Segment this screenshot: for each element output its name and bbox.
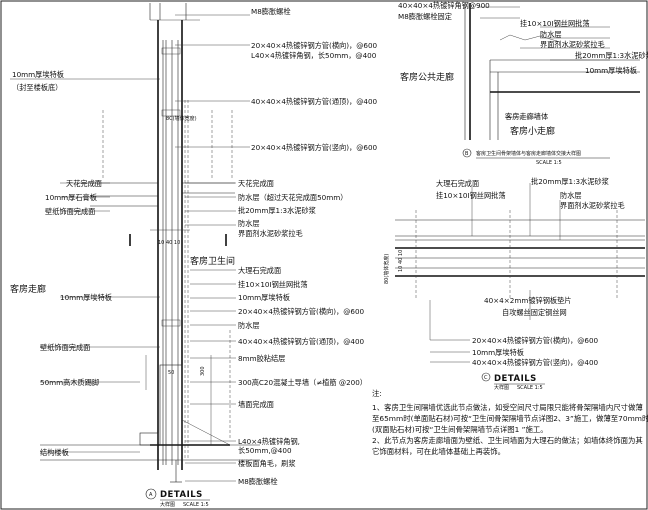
label-wallpaper-a: 壁纸饰面完成面 xyxy=(45,207,95,216)
label-angle-b2: 长50mm,@400 xyxy=(238,446,292,455)
label-tube-h-600: 20×40×4热镀锌钢方管(横向)，@600 xyxy=(251,41,378,50)
mid-title: DETAILS xyxy=(494,374,537,384)
label-marble: 大理石完成面 xyxy=(238,266,281,275)
top-caption: 客房卫生间骨架墙体与客房走廊墙体交接大样图 xyxy=(476,150,581,157)
top-label-waterproof: 防水层 xyxy=(540,30,562,39)
label-skirting: 50mm高木质踢脚 xyxy=(40,378,99,387)
label-mesh: 挂10×10Ⅰ钢丝网批荡 xyxy=(238,280,308,289)
mid-subtitle: 大样图 xyxy=(494,384,509,391)
detail-top: 40×40×4热镀锌角钢@900 M8膨胀螺栓固定 挂10×10Ⅰ钢丝网批荡 防… xyxy=(398,1,648,166)
label-waterproof-b: 防水层 xyxy=(238,321,260,330)
notes-block: 注: 1、客房卫生间隔墙优选此节点做法，如受空间尺寸局限只能将骨架隔墙内尺寸做薄… xyxy=(372,389,648,456)
top-label-interface: 界面剂水泥砂浆拉毛 xyxy=(540,40,605,49)
label-slab-rough: 楼板面角毛，刷浆 xyxy=(238,459,296,468)
label-fiberboard-left2: 10mm厚埃特板 xyxy=(60,293,112,302)
label-concrete-wall: 300高C20混凝土导墙（≠植筋 @200） xyxy=(238,378,367,387)
label-m8-bolt-top: M8膨胀螺栓 xyxy=(251,7,291,16)
top-caption-letter: B xyxy=(465,151,469,157)
main-subtitle: 大样图 xyxy=(160,501,175,508)
room-corridor: 客房走廊 xyxy=(10,283,46,295)
label-slab: 结构楼板 xyxy=(40,448,69,457)
notes-heading: 注: xyxy=(372,389,382,398)
label-seal-slab: （封至楼板底） xyxy=(12,83,62,92)
label-interface-agent: 界面剂水泥砂浆拉毛 xyxy=(238,229,303,238)
mid-dim-small: 10 40 10 xyxy=(398,250,404,272)
mid-title-letter: C xyxy=(484,375,488,381)
detail-mid: 大理石完成面 挂10×10Ⅰ钢丝网批荡 批20mm厚1:3水泥砂浆 防水层 界面… xyxy=(383,177,645,391)
label-fiberboard: 10mm厚埃特板 xyxy=(238,293,290,302)
mid-label-marble: 大理石完成面 xyxy=(436,179,479,188)
room-public-corridor: 客房公共走廊 xyxy=(400,71,454,83)
top-label-fiberboard: 10mm厚埃特板 xyxy=(585,66,637,75)
label-angle-50: L40×4热镀锌角钢，长50mm，@400 xyxy=(251,51,377,60)
label-wallpaper-b: 壁纸饰面完成面 xyxy=(40,343,90,352)
note-line-2: 至65mm时(单面贴石材)可按“卫生间骨架隔墙节点详图2、3”施工，做薄至70m… xyxy=(372,414,648,423)
label-gypsum: 10mm厚石膏板 xyxy=(45,193,97,202)
room-bathroom: 客房卫生间 xyxy=(190,255,235,267)
mid-dim-wall: 80(墙体宽度) xyxy=(383,254,390,284)
label-wall-finish: 墙面完成面 xyxy=(238,400,274,409)
label-mortar-20: 批20mm厚1:3水泥砂浆 xyxy=(238,206,316,215)
top-label-corridor-wall: 客房走廊墙体 xyxy=(505,112,548,121)
main-labels-left: 10mm厚埃特板 （封至楼板底） 天花完成面 10mm厚石膏板 壁纸饰面完成面 … xyxy=(12,70,112,457)
note-line-4: 2、此节点为客房走廊墙面为壁纸、卫生间墙面为大理石的做法；如墙体终饰面为其 xyxy=(372,436,643,445)
room-small-corridor: 客房小走廊 xyxy=(510,125,555,137)
main-labels-right: M8膨胀螺栓 20×40×4热镀锌钢方管(横向)，@600 L40×4热镀锌角钢… xyxy=(238,7,378,486)
note-line-5: 它饰面材料，可在此墙体基础上再装饰。 xyxy=(372,447,505,456)
mid-label-tube-h: 20×40×4热镀锌钢方管(横向)，@600 xyxy=(472,336,599,345)
mid-label-tube-v: 40×40×4热镀锌钢方管(竖向)，@400 xyxy=(472,358,599,367)
mid-label-fiberboard: 10mm厚埃特板 xyxy=(472,348,524,357)
label-waterproof-50: 防水层（超过天花完成面50mm） xyxy=(238,193,347,202)
top-label-mortar: 批20mm厚1:3水泥砂浆 xyxy=(575,51,648,60)
main-title-block: A DETAILS 大样图 SCALE 1:5 xyxy=(145,488,210,508)
label-tube-v-400: 40×40×4热镀锌钢方管(通顶)，@400 xyxy=(251,97,378,106)
label-glue: 8mm胶粘结层 xyxy=(238,354,285,363)
mid-label-shim: 40×4×2mm镀锌钢板垫片 xyxy=(484,296,571,305)
main-title-letter: A xyxy=(149,492,153,498)
dim-50: 50 xyxy=(168,370,174,376)
top-label-bolt: M8膨胀螺栓固定 xyxy=(398,12,452,21)
dim-10-40-10: 10 40 10 xyxy=(158,240,180,246)
label-m8-bolt-bottom: M8膨胀螺栓 xyxy=(238,477,278,486)
label-angle-b: L40×4热镀锌角钢, xyxy=(238,437,300,446)
mid-label-mesh: 挂10×10Ⅰ钢丝网批荡 xyxy=(436,191,506,200)
label-ceiling-left: 天花完成面 xyxy=(66,179,102,188)
main-title: DETAILS xyxy=(160,490,203,500)
top-label-mesh: 挂10×10Ⅰ钢丝网批荡 xyxy=(520,19,590,28)
top-label-angle: 40×40×4热镀锌角钢@900 xyxy=(398,1,490,10)
note-line-3: (双面贴石材)可按“卫生间骨架隔墙节点详图1 ”施工。 xyxy=(372,425,548,434)
main-section xyxy=(10,3,260,483)
top-scale: SCALE 1:5 xyxy=(536,160,562,166)
mid-label-screw: 自攻螺丝固定钢丝网 xyxy=(502,308,567,317)
mid-scale: SCALE 1:5 xyxy=(517,385,543,391)
mid-label-interface: 界面剂水泥砂浆拉毛 xyxy=(560,201,625,210)
dim-300: 300 xyxy=(200,366,206,376)
mid-label-mortar: 批20mm厚1:3水泥砂浆 xyxy=(531,177,609,186)
note-line-1: 1、客房卫生间隔墙优选此节点做法，如受空间尺寸局限只能将骨架隔墙内尺寸做薄 xyxy=(372,403,643,412)
dim-wall-width: 8C(墙体宽度) xyxy=(166,115,197,122)
label-waterproof-a: 防水层 xyxy=(238,219,260,228)
mid-label-waterproof: 防水层 xyxy=(560,191,582,200)
label-ceiling-right: 天花完成面 xyxy=(238,179,274,188)
label-tube-v-400b: 40×40×4热镀锌钢方管(通顶)，@400 xyxy=(238,337,365,346)
label-tube-vert-600: 20×40×4热镀锌钢方管(竖向)，@600 xyxy=(251,143,378,152)
label-tube-h-600b: 20×40×4热镀锌钢方管(横向)，@600 xyxy=(238,307,365,316)
label-fiberboard-left: 10mm厚埃特板 xyxy=(12,70,64,79)
main-scale: SCALE 1:5 xyxy=(183,502,209,508)
